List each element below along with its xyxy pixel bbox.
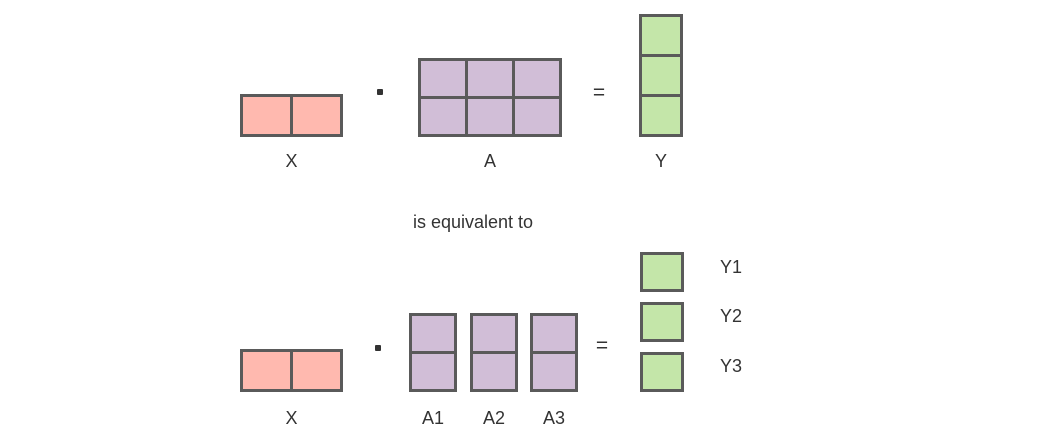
label-y3: Y3 bbox=[720, 356, 743, 376]
matrix-cell bbox=[412, 316, 454, 351]
matrix-y-top bbox=[639, 14, 683, 137]
label-a2: A2 bbox=[482, 408, 506, 428]
matrix-cell bbox=[643, 355, 681, 389]
label-x-top: X bbox=[285, 151, 298, 171]
matrix-cell bbox=[473, 354, 515, 389]
label-x-bottom: X bbox=[285, 408, 298, 428]
equivalence-caption: is equivalent to bbox=[412, 212, 534, 232]
matrix-cell bbox=[421, 61, 465, 96]
label-y2: Y2 bbox=[720, 306, 743, 326]
matrix-cell bbox=[412, 354, 454, 389]
matrix-cell bbox=[515, 61, 559, 96]
equals-sign-bottom: = bbox=[595, 334, 609, 357]
matrix-cell bbox=[642, 97, 680, 134]
matrix-cell bbox=[533, 316, 575, 351]
label-y1: Y1 bbox=[720, 257, 743, 277]
label-a-top: A bbox=[483, 151, 496, 171]
matrix-cell bbox=[421, 99, 465, 134]
matrix-cell bbox=[643, 305, 681, 339]
matrix-cell bbox=[243, 97, 290, 134]
matrix-cell bbox=[642, 57, 680, 94]
matrix-cell bbox=[643, 255, 681, 289]
matrix-cell bbox=[468, 99, 512, 134]
matrix-a1 bbox=[409, 313, 457, 392]
matrix-cell bbox=[515, 99, 559, 134]
dot-operator-bottom bbox=[375, 345, 381, 351]
matrix-y1 bbox=[640, 252, 684, 292]
matrix-y3 bbox=[640, 352, 684, 392]
matrix-a2 bbox=[470, 313, 518, 392]
matrix-cell bbox=[293, 97, 340, 134]
label-a3: A3 bbox=[542, 408, 566, 428]
matrix-cell bbox=[473, 316, 515, 351]
label-y-top: Y bbox=[654, 151, 667, 171]
matrix-x-bottom bbox=[240, 349, 343, 392]
matrix-cell bbox=[243, 352, 290, 389]
equals-sign-top: = bbox=[592, 81, 606, 104]
matrix-cell bbox=[293, 352, 340, 389]
matrix-y2 bbox=[640, 302, 684, 342]
label-a1: A1 bbox=[421, 408, 445, 428]
matrix-cell bbox=[468, 61, 512, 96]
matrix-cell bbox=[642, 17, 680, 54]
matrix-x-top bbox=[240, 94, 343, 137]
matrix-a-top bbox=[418, 58, 562, 137]
matrix-a3 bbox=[530, 313, 578, 392]
dot-operator-top bbox=[377, 89, 383, 95]
matrix-cell bbox=[533, 354, 575, 389]
